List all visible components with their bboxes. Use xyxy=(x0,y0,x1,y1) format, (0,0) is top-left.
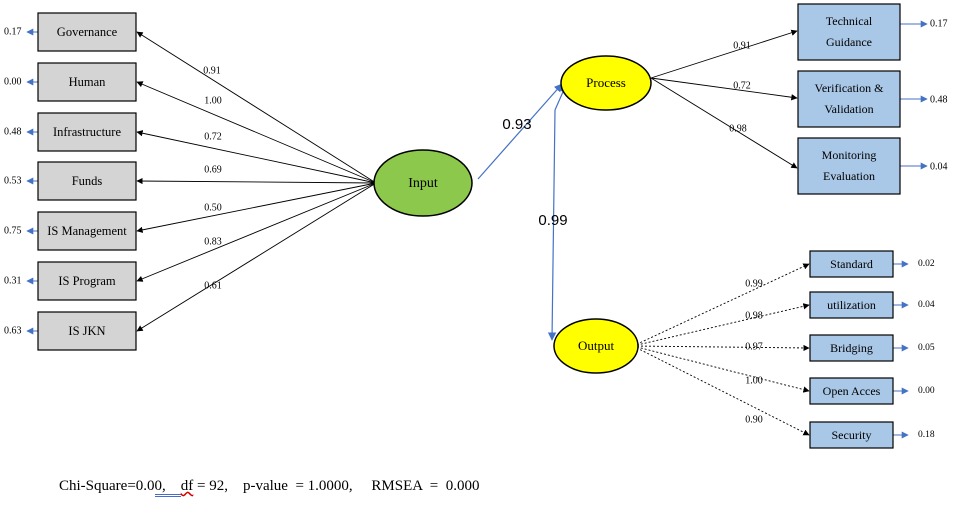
process-latent-label: Process xyxy=(586,75,626,90)
input-indicator-label: Funds xyxy=(72,174,103,188)
output-indicator-label: utilization xyxy=(827,298,876,312)
input-indicator-label: IS Management xyxy=(47,224,127,238)
input-error-value: 0.17 xyxy=(4,26,22,37)
output-loading-arrow xyxy=(632,345,810,436)
output-loading-arrow xyxy=(632,345,810,393)
input-loading-arrow xyxy=(136,81,377,184)
output-error-value: 0.00 xyxy=(918,386,935,396)
process-indicator-label-line1: Monitoring xyxy=(822,148,877,162)
input-indicator-box xyxy=(37,112,137,152)
input-loading-value: 0.61 xyxy=(204,280,222,291)
input-indicator-box xyxy=(37,211,137,251)
input-loading-value: 0.50 xyxy=(204,202,222,213)
input-loading-value: 0.72 xyxy=(204,131,222,142)
input-loading-value: 1.00 xyxy=(204,95,222,106)
process-loading-value: 0.91 xyxy=(733,40,751,51)
input-loading-value: 0.91 xyxy=(203,65,221,76)
output-error-value: 0.18 xyxy=(918,430,935,440)
input-error-value: 0.48 xyxy=(4,126,22,137)
output-indicator-label: Open Acces xyxy=(823,384,881,398)
input-indicator-label: IS JKN xyxy=(68,324,105,338)
input-error-value: 0.63 xyxy=(4,325,22,336)
process-error-value: 0.48 xyxy=(930,94,948,105)
process-indicator-label-line2: Validation xyxy=(824,102,873,116)
output-loading-arrow xyxy=(632,263,810,347)
output-loading-value: 0.99 xyxy=(745,278,763,289)
output-indicator-label: Standard xyxy=(830,257,873,271)
input-indicator-label: Governance xyxy=(57,25,118,39)
input-error-value: 0.75 xyxy=(4,225,22,236)
process-indicator-box xyxy=(797,70,901,128)
output-indicator-box xyxy=(809,377,894,405)
process-indicator-box xyxy=(797,137,901,195)
model-fit-statistics: Chi-Square=0.00, df = 92, p-value = 1.00… xyxy=(59,478,480,497)
process-indicator-box xyxy=(797,3,901,61)
output-latent-node xyxy=(553,318,639,374)
input-loading-arrow xyxy=(136,182,377,233)
process-indicator-label-line2: Guidance xyxy=(826,35,872,49)
input-indicator-label: IS Program xyxy=(58,274,116,288)
process-indicator-label-line1: Verification & xyxy=(815,81,885,95)
input-error-value: 0.31 xyxy=(4,275,22,286)
input-indicator-label: Human xyxy=(69,75,107,89)
process-error-value: 0.04 xyxy=(930,161,948,172)
path-coef-process-output: 0.99 xyxy=(538,212,567,229)
output-loading-value: 0.98 xyxy=(745,310,763,321)
process-loading-arrow xyxy=(650,77,798,101)
output-error-value: 0.02 xyxy=(918,259,935,269)
input-indicator-box xyxy=(37,12,137,52)
output-loading-arrow xyxy=(632,344,810,352)
process-indicator-label-line1: Technical xyxy=(826,14,873,28)
output-loading-value: 0.97 xyxy=(745,341,763,352)
fit-df-label: df xyxy=(180,478,194,494)
output-error-value: 0.04 xyxy=(918,300,935,310)
fit-rest: = 92, p-value = 1.0000, RMSEA = 0.000 xyxy=(193,478,480,494)
output-indicator-box xyxy=(809,250,894,278)
input-loading-value: 0.69 xyxy=(204,164,222,175)
fit-gap xyxy=(165,478,181,497)
input-indicator-box xyxy=(37,62,137,102)
input-latent-label: Input xyxy=(408,176,438,191)
output-indicator-box xyxy=(809,421,894,449)
output-indicator-label: Bridging xyxy=(830,341,873,355)
input-loading-arrow xyxy=(136,182,377,282)
input-indicator-label: Infrastructure xyxy=(53,125,121,139)
input-indicator-box xyxy=(37,261,137,301)
input-loading-arrow xyxy=(136,31,377,184)
output-latent-label: Output xyxy=(578,338,615,353)
input-error-value: 0.00 xyxy=(4,76,22,87)
path-process-output xyxy=(547,109,557,341)
output-indicator-box xyxy=(809,334,894,362)
process-latent-node xyxy=(560,55,652,111)
output-indicator-box xyxy=(809,291,894,319)
input-loading-value: 0.83 xyxy=(204,236,222,247)
input-loading-arrow xyxy=(136,177,377,185)
process-loading-arrow xyxy=(650,77,798,169)
process-indicator-label-line2: Evaluation xyxy=(823,169,875,183)
input-indicator-box xyxy=(37,311,137,351)
output-loading-value: 1.00 xyxy=(745,375,763,386)
output-loading-value: 0.90 xyxy=(745,414,763,425)
process-loading-value: 0.72 xyxy=(733,80,751,91)
output-loading-arrow xyxy=(632,303,810,347)
path-coef-input-process: 0.93 xyxy=(502,116,531,133)
fit-chi-square-b: 0, xyxy=(154,478,166,497)
input-latent-node xyxy=(373,149,473,217)
output-error-value: 0.05 xyxy=(918,343,935,353)
path-input-process xyxy=(477,83,563,180)
input-loading-arrow xyxy=(136,182,377,332)
fit-chi-square-a: Chi-Square=0.0 xyxy=(59,478,155,494)
process-loading-arrow xyxy=(650,29,798,79)
input-loading-arrow xyxy=(136,130,377,184)
process-error-value: 0.17 xyxy=(930,18,948,29)
input-error-value: 0.53 xyxy=(4,175,22,186)
process-loading-value: 0.98 xyxy=(729,123,747,134)
output-indicator-label: Security xyxy=(832,428,872,442)
input-indicator-box xyxy=(37,161,137,201)
